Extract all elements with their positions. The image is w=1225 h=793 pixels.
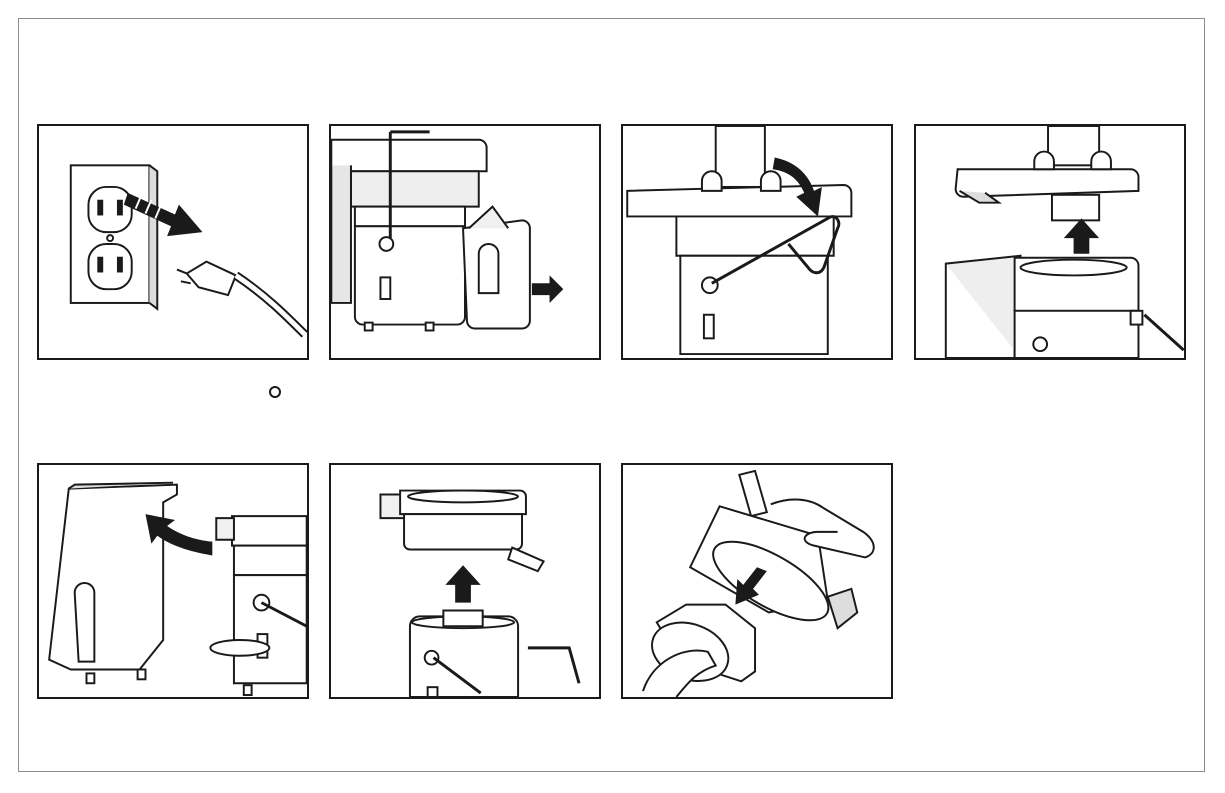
step-2-figure	[329, 124, 601, 360]
step-6-figure	[329, 463, 601, 699]
step-3-figure	[621, 124, 893, 360]
remove-pulp-container-icon	[39, 465, 307, 697]
step-1-figure	[37, 124, 309, 360]
remove-filter-basket-icon	[623, 465, 891, 697]
lift-cover-icon	[916, 126, 1184, 358]
unplug-outlet-icon	[39, 126, 307, 358]
release-locking-arm-icon	[623, 126, 891, 358]
step-7-figure	[621, 463, 893, 699]
lift-juice-bowl-icon	[331, 465, 599, 697]
ring-bullet-icon	[269, 386, 281, 398]
step-5-figure	[37, 463, 309, 699]
step-4-figure	[914, 124, 1186, 360]
remove-pulp-container-icon	[331, 126, 599, 358]
